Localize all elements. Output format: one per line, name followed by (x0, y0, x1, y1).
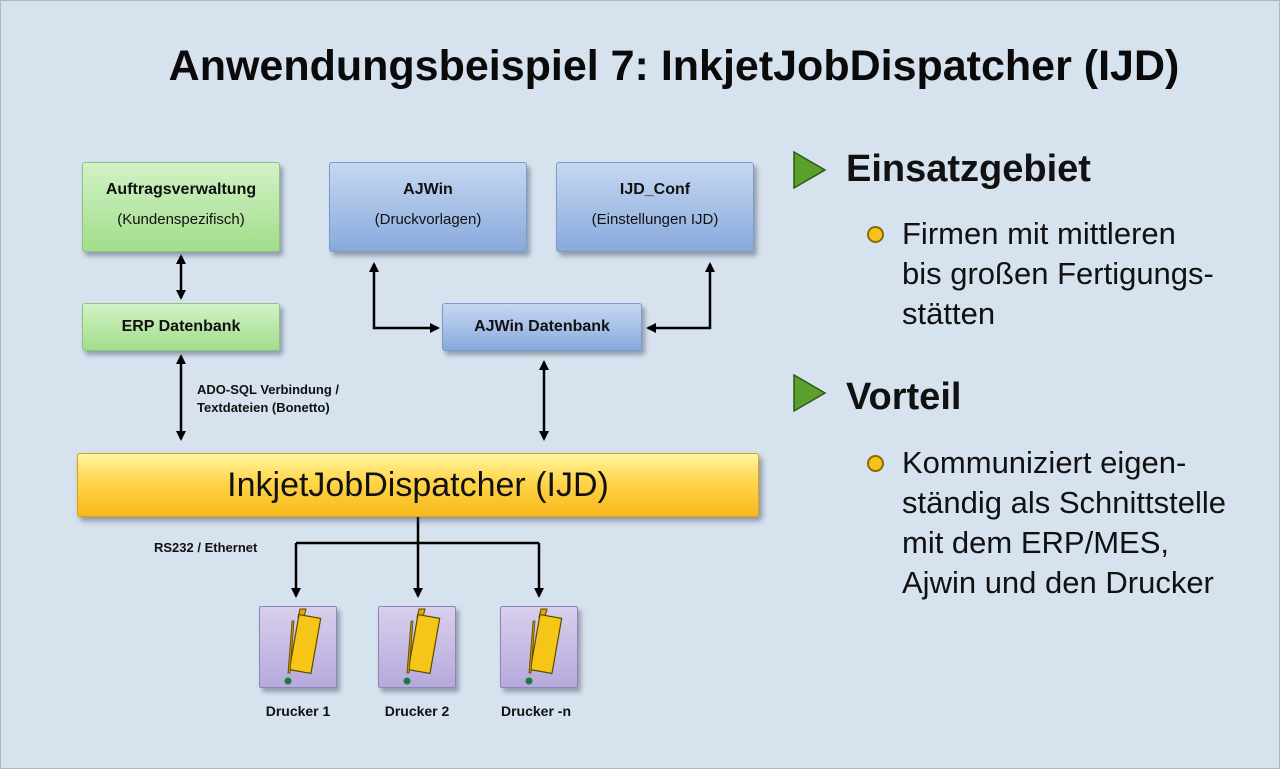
section-1-text: Firmen mit mittleren bis großen Fertigun… (902, 214, 1214, 334)
ajwin-box: AJWin (Druckvorlagen) (329, 162, 527, 252)
section-1-heading: Einsatzgebiet (846, 148, 1091, 190)
section-2-line-1: Kommuniziert eigen- (902, 445, 1187, 480)
section-1-triangle-icon (793, 150, 827, 190)
section-2-bullet-icon (867, 455, 884, 472)
section-1-bullet-icon (867, 226, 884, 243)
ajwin-title: AJWin (403, 181, 453, 198)
section-1-line-3: stätten (902, 296, 996, 331)
inkjetjobdispatcher-bar: InkjetJobDispatcher (IJD) (77, 453, 759, 517)
printer-n-icon (500, 606, 578, 688)
section-2-line-3: mit dem ERP/MES, (902, 525, 1169, 560)
section-1-line-2: bis großen Fertigungs- (902, 256, 1214, 291)
ado-sql-label-line1: ADO-SQL Verbindung / (197, 382, 340, 397)
ado-sql-label: ADO-SQL Verbindung / Textdateien (Bonett… (197, 381, 339, 417)
section-2-triangle-icon (793, 373, 827, 413)
ijd-conf-sub: (Einstellungen IJD) (591, 211, 719, 228)
ado-sql-label-line2: Textdateien (Bonetto) (197, 400, 330, 415)
section-2-heading: Vorteil (846, 376, 962, 418)
section-2-line-2: ständig als Schnittstelle (902, 485, 1226, 520)
ajwin-datenbank-box: AJWin Datenbank (442, 303, 642, 351)
auftragsverwaltung-title: Auftragsverwaltung (105, 181, 257, 198)
auftragsverwaltung-sub: (Kundenspezifisch) (117, 211, 245, 228)
arrow-ajwin-ajwindb (369, 262, 440, 333)
printer-1-icon (259, 606, 337, 688)
ijd-conf-title: IJD_Conf (619, 181, 691, 198)
slide-title: Anwendungsbeispiel 7: InkjetJobDispatche… (168, 42, 1180, 90)
inkjet-head-icon (403, 608, 441, 685)
rs232-ethernet-label: RS232 / Ethernet (154, 540, 258, 555)
section-2-text: Kommuniziert eigen- ständig als Schnitts… (902, 443, 1226, 603)
printer-2-label: Drucker 2 (384, 703, 450, 719)
erp-datenbank-title: ERP Datenbank (121, 318, 241, 335)
inkjet-head-icon (525, 608, 563, 685)
section-1-line-1: Firmen mit mittleren (902, 216, 1176, 251)
inkjet-head-icon (284, 608, 322, 685)
ijd-conf-box: IJD_Conf (Einstellungen IJD) (556, 162, 754, 252)
auftragsverwaltung-box: Auftragsverwaltung (Kundenspezifisch) (82, 162, 280, 252)
printer-n-label: Drucker -n (500, 703, 572, 719)
ajwin-datenbank-title: AJWin Datenbank (474, 318, 610, 335)
inkjetjobdispatcher-title: InkjetJobDispatcher (IJD) (227, 466, 609, 504)
printer-1-label: Drucker 1 (265, 703, 331, 719)
printer-2-icon (378, 606, 456, 688)
ajwin-sub: (Druckvorlagen) (374, 211, 482, 228)
section-2-line-4: Ajwin und den Drucker (902, 565, 1214, 600)
erp-datenbank-box: ERP Datenbank (82, 303, 280, 351)
arrow-ijdconf-ajwindb (646, 262, 715, 333)
